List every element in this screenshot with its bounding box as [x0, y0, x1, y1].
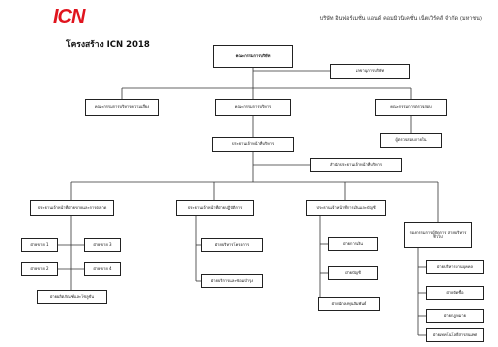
- sales-4-box: ฝ่ายขาย 4: [84, 262, 121, 276]
- ceo-box: ประธานเจ้าหน้าที่บริหาร: [212, 137, 294, 152]
- board-box: คณะกรรมการบริษัท: [213, 45, 293, 68]
- page-title: โครงสร้าง ICN 2018: [66, 40, 150, 50]
- ceo-office-box: สำนักประธานเจ้าหน้าที่บริหาร: [310, 158, 402, 172]
- company-name: บริษัท อินฟอร์เมชั่น แอนด์ คอมมิวนิเคชั่…: [319, 16, 482, 22]
- finance-box: ฝ่ายการเงิน: [328, 237, 378, 251]
- risk-committee-box: คณะกรรมการบริหารความเสี่ยง: [85, 99, 159, 116]
- accounting-box: ฝ่ายบัญชี: [328, 266, 378, 280]
- hr-box: ฝ่ายบริหารงานบุคคล: [426, 260, 484, 274]
- it-box: ฝ่ายเทคโนโลยีสารสนเทศ: [426, 328, 484, 342]
- operations-chief-box: ประธานเจ้าหน้าที่ฝ่ายปฏิบัติการ: [176, 200, 254, 216]
- deputy-admin-box: รองกรรมการผู้จัดการ สายบริหารทั่วไป: [404, 222, 472, 248]
- audit-committee-box: คณะกรรมการตรวจสอบ: [375, 99, 447, 116]
- sales-2-box: ฝ่ายขาย 2: [21, 262, 58, 276]
- company-secretary-box: เลขานุการบริษัท: [330, 64, 410, 79]
- sales-3-box: ฝ่ายขาย 3: [84, 238, 121, 252]
- investor-relations-box: ฝ่ายนักลงทุนสัมพันธ์: [318, 297, 380, 311]
- marketing-chief-box: ประธานเจ้าหน้าที่ฝ่ายขายและการตลาด: [30, 200, 114, 216]
- procurement-box: ฝ่ายจัดซื้อ: [426, 286, 484, 300]
- icn-logo: ICN: [53, 6, 85, 28]
- finance-chief-box: ประธานเจ้าหน้าที่การเงินและบัญชี: [306, 200, 386, 216]
- project-mgmt-box: ฝ่ายบริหารโครงการ: [201, 238, 263, 252]
- sales-1-box: ฝ่ายขาย 1: [21, 238, 58, 252]
- service-support-box: ฝ่ายบริการและซ่อมบำรุง: [201, 274, 263, 288]
- executive-committee-box: คณะกรรมการบริหาร: [215, 99, 291, 116]
- legal-box: ฝ่ายกฎหมาย: [426, 309, 484, 323]
- internal-audit-box: ผู้ตรวจสอบภายใน: [380, 133, 442, 148]
- product-dev-box: ฝ่ายผลิตภัณฑ์และโซลูชั่น: [37, 290, 107, 304]
